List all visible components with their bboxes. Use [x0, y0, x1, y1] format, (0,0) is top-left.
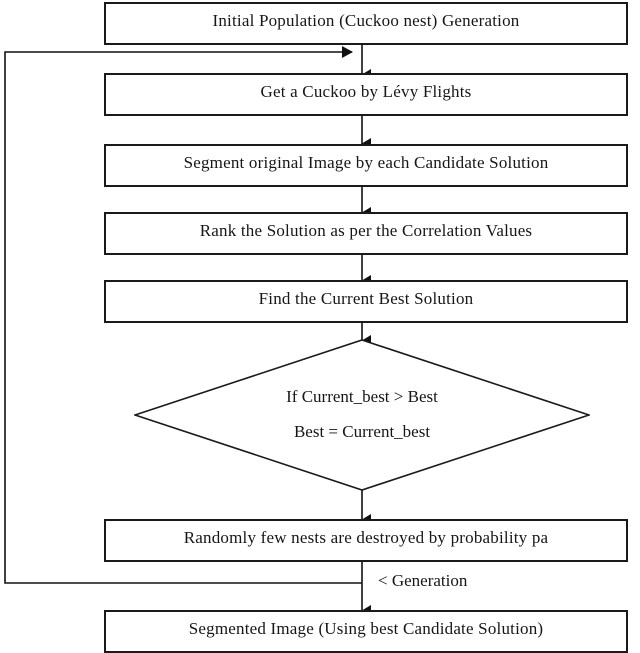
decision-diamond-shape: [134, 339, 590, 491]
node-decision-best: If Current_best > Best Best = Current_be…: [134, 339, 590, 491]
node-destroy-nests-label: Randomly few nests are destroyed by prob…: [183, 528, 549, 547]
node-rank-solution: Rank the Solution as per the Correlation…: [104, 212, 628, 255]
node-find-current-best-label: Find the Current Best Solution: [258, 289, 474, 308]
node-segment-image: Segment original Image by each Candidate…: [104, 144, 628, 187]
node-rank-solution-label: Rank the Solution as per the Correlation…: [199, 221, 533, 240]
node-get-cuckoo: Get a Cuckoo by Lévy Flights: [104, 73, 628, 116]
node-segment-image-label: Segment original Image by each Candidate…: [183, 153, 549, 172]
edge-label-generation: < Generation: [378, 571, 468, 590]
node-initial-population-label: Initial Population (Cuckoo nest) Generat…: [212, 11, 520, 30]
node-get-cuckoo-label: Get a Cuckoo by Lévy Flights: [260, 82, 472, 101]
node-initial-population: Initial Population (Cuckoo nest) Generat…: [104, 2, 628, 45]
node-find-current-best: Find the Current Best Solution: [104, 280, 628, 323]
node-segmented-image-label: Segmented Image (Using best Candidate So…: [188, 619, 544, 638]
node-segmented-image: Segmented Image (Using best Candidate So…: [104, 610, 628, 653]
node-destroy-nests: Randomly few nests are destroyed by prob…: [104, 519, 628, 562]
